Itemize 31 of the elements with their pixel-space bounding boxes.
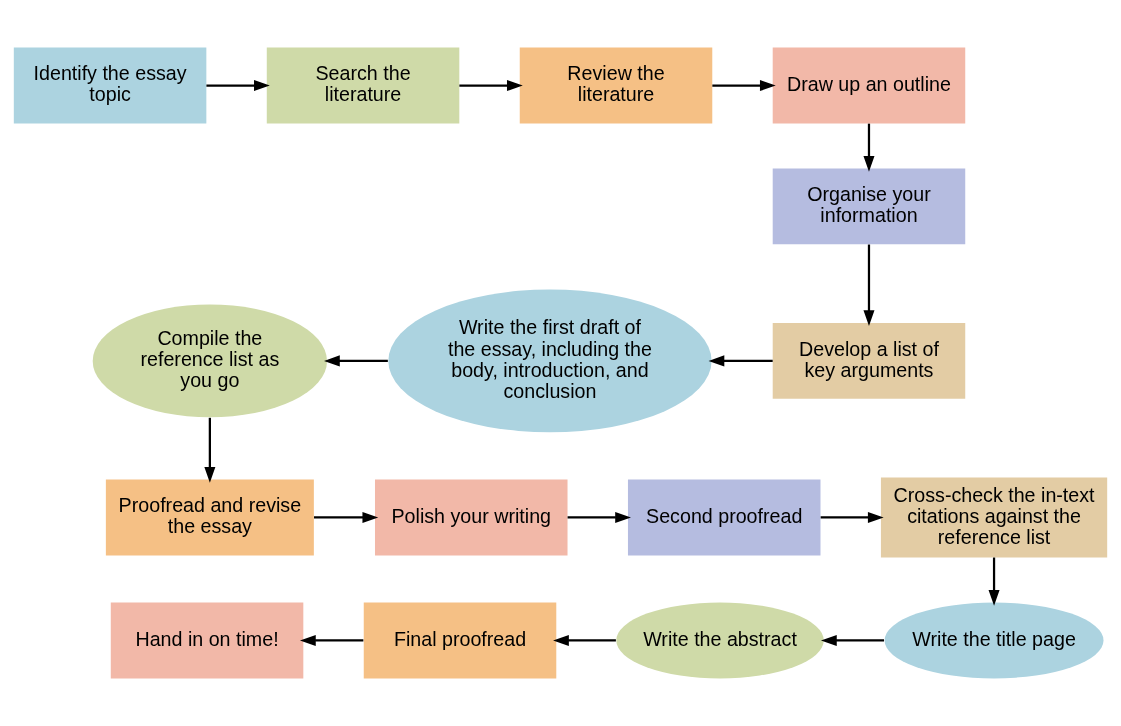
arrow	[314, 511, 379, 523]
node-box: Draw up an outline	[772, 47, 966, 124]
arrow	[459, 80, 523, 92]
node-box: Search the literature	[266, 47, 460, 124]
node-box: Hand in on time!	[110, 602, 304, 679]
arrow	[988, 557, 1000, 606]
arrow	[324, 355, 388, 367]
node-ellipse: Compile the reference list as you go	[92, 304, 328, 418]
node-box: Cross-check the in-text citations against the reference list	[880, 477, 1108, 558]
node-box: Organise your information	[772, 168, 966, 245]
node-ellipse: Write the first draft of the essay, including the body, introduction, and conclusion	[388, 289, 712, 433]
arrow	[206, 80, 270, 92]
node-box: Polish your writing	[375, 479, 568, 556]
arrow	[712, 80, 776, 92]
arrow	[821, 634, 885, 646]
node-box: Identify the essay topic	[13, 47, 207, 124]
node-ellipse: Write the abstract	[616, 602, 824, 679]
arrow	[708, 355, 773, 367]
node-box: Develop a list of key arguments	[772, 322, 966, 399]
arrow	[300, 634, 364, 646]
node-ellipse: Write the title page	[884, 602, 1104, 679]
node-box: Second proofread	[627, 479, 821, 556]
arrow	[820, 511, 884, 523]
node-box: Final proofread	[363, 602, 557, 679]
arrow	[863, 123, 875, 172]
arrow	[863, 244, 875, 326]
arrow	[567, 511, 631, 523]
arrow	[204, 417, 216, 483]
node-box: Proofread and revise the essay	[105, 479, 314, 556]
arrow	[553, 634, 616, 646]
node-box: Review the literature	[519, 47, 713, 124]
